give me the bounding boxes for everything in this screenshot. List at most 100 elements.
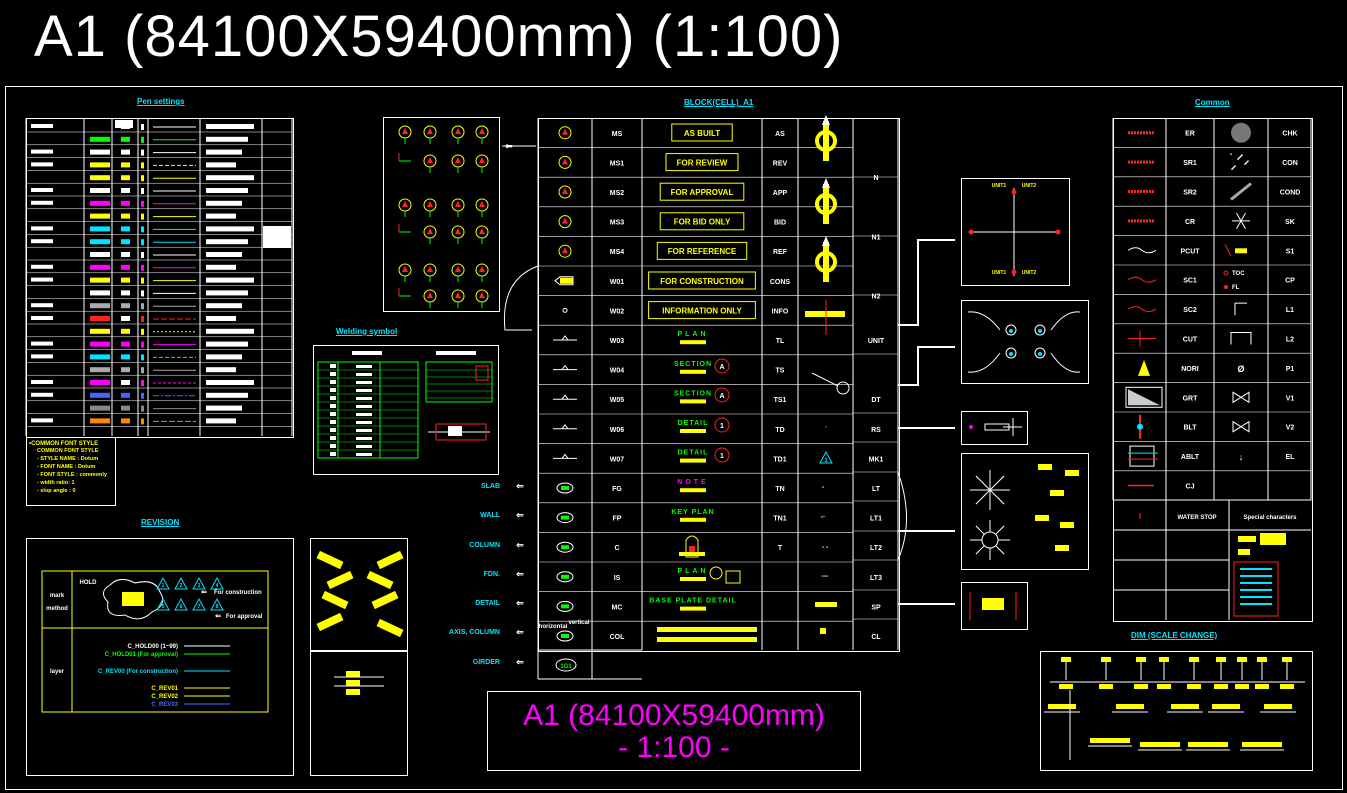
dim-tag xyxy=(1214,684,1228,689)
detail-circle-number: 1 xyxy=(720,423,724,430)
pen-header-block xyxy=(115,120,133,128)
lt-tag xyxy=(1050,490,1064,496)
section-marker-fill xyxy=(561,634,569,638)
pen-weight-mark xyxy=(141,239,144,246)
target-arrow xyxy=(455,292,461,298)
dt-leader xyxy=(811,372,839,387)
block-code: W01 xyxy=(610,279,625,286)
weld-text-bar xyxy=(356,437,372,440)
revision-layer-item: C_REV00 (For construction) xyxy=(98,669,178,675)
lt1-mark: -· xyxy=(821,514,826,521)
block-tag-bar xyxy=(680,458,706,463)
pipe-dot xyxy=(1009,352,1013,356)
pen-weight-mark xyxy=(141,328,144,335)
fl-marker xyxy=(1224,285,1228,289)
toc-label: TOC xyxy=(1232,271,1245,277)
revision-triangle-icon xyxy=(156,597,170,611)
special-char-line xyxy=(1240,582,1272,584)
font-style-line: COMMON FONT STYLE xyxy=(37,448,99,454)
section-marker-fill xyxy=(561,515,569,520)
block-code: W02 xyxy=(610,308,625,315)
pen-color-swatch xyxy=(90,239,110,245)
common-code-a: NORI xyxy=(1181,366,1199,373)
weld-text-bar xyxy=(356,365,372,368)
pipe-circle xyxy=(1005,347,1017,359)
pen-color-swatch xyxy=(90,316,110,321)
dim-tag xyxy=(1235,684,1249,689)
common-sk-ray xyxy=(1240,212,1246,222)
weld-symbol-block xyxy=(330,380,336,384)
dim-tag xyxy=(1157,684,1171,689)
pen-desc-bar xyxy=(206,136,248,142)
target-arrow xyxy=(455,128,461,134)
connector-curve xyxy=(897,471,907,561)
mark-symbol-arrow xyxy=(562,128,568,135)
dim-tag xyxy=(1048,704,1076,709)
block-tag: SECTION xyxy=(674,390,712,397)
revision-triangle-icon xyxy=(174,576,188,590)
fl-label: FL xyxy=(1232,285,1240,291)
pen-desc-bar xyxy=(206,341,248,347)
pen-color-swatch xyxy=(90,341,110,347)
mark-symbol-circle xyxy=(558,155,572,169)
detail-circle-number: 1 xyxy=(720,453,724,460)
pen-weight-mark xyxy=(141,124,144,130)
cell-stack-tag xyxy=(346,680,360,686)
dim-tag xyxy=(1237,657,1247,662)
triangle-number: 1 xyxy=(824,458,828,464)
block-abbr: APP xyxy=(773,190,788,197)
block-abbr: REV xyxy=(773,160,788,167)
common-code-b: V2 xyxy=(1286,425,1295,432)
common-code-a: CUT xyxy=(1183,337,1198,344)
pen-desc-bar xyxy=(206,252,242,257)
mark-symbol-arrow xyxy=(562,247,568,254)
toc-marker xyxy=(1223,270,1229,276)
pen-number-swatch xyxy=(121,188,130,193)
target-arrow xyxy=(455,228,461,234)
weld-symbol-block xyxy=(330,388,336,392)
common-code-a: ABLT xyxy=(1181,454,1200,461)
weld-mark-icon xyxy=(561,335,569,341)
dim-tag xyxy=(1136,657,1146,662)
common-con-dot xyxy=(1247,160,1249,162)
block-abbr: TS1 xyxy=(774,397,787,404)
section-marker-fill xyxy=(561,574,569,579)
revision-triangle-number: 8 xyxy=(216,604,219,610)
block-abbr: TD xyxy=(775,427,784,434)
pen-number-swatch xyxy=(121,380,130,385)
common-con-dot xyxy=(1232,167,1234,169)
lt-tag xyxy=(1038,464,1052,470)
revision-layer-item: C_REV03 xyxy=(151,702,178,708)
pen-desc-bar xyxy=(206,226,254,232)
block-code: W06 xyxy=(610,427,625,434)
panel-connector xyxy=(898,239,955,326)
side-label: WALL xyxy=(480,512,501,519)
mark-symbol-circle xyxy=(558,244,572,258)
dim-tag xyxy=(1255,684,1269,689)
lt-tag xyxy=(1060,522,1074,528)
weld-text-bar xyxy=(356,445,372,448)
lt-ray xyxy=(995,545,1005,555)
side-label: DETAIL xyxy=(475,600,500,607)
section-circle-letter: A xyxy=(719,364,724,371)
pen-color-swatch xyxy=(90,149,110,155)
pen-desc-bar xyxy=(206,303,242,309)
north-arrow-stem xyxy=(823,242,829,282)
pen-number-swatch xyxy=(121,175,130,181)
special-char-grid xyxy=(1260,533,1286,545)
special-char-line xyxy=(1240,589,1272,591)
common-wave-sample xyxy=(1127,276,1157,283)
north-arrow-stem xyxy=(823,121,829,161)
pen-name-bar xyxy=(31,239,53,244)
pen-weight-mark xyxy=(141,252,144,258)
block-tag: FOR BID ONLY xyxy=(674,218,731,227)
revision-box xyxy=(26,538,294,776)
sp-tag xyxy=(982,598,1004,610)
revision-layer-item: C_HOLD00 (1~99) xyxy=(127,644,178,650)
revision-method-label: method xyxy=(46,606,68,612)
mark-symbol-arrow xyxy=(562,188,568,194)
section-circle-letter: A xyxy=(719,393,724,400)
weld-dot-icon xyxy=(562,307,568,313)
block-tag-frame xyxy=(648,301,756,320)
revision-triangle-number: 5 xyxy=(162,604,165,610)
